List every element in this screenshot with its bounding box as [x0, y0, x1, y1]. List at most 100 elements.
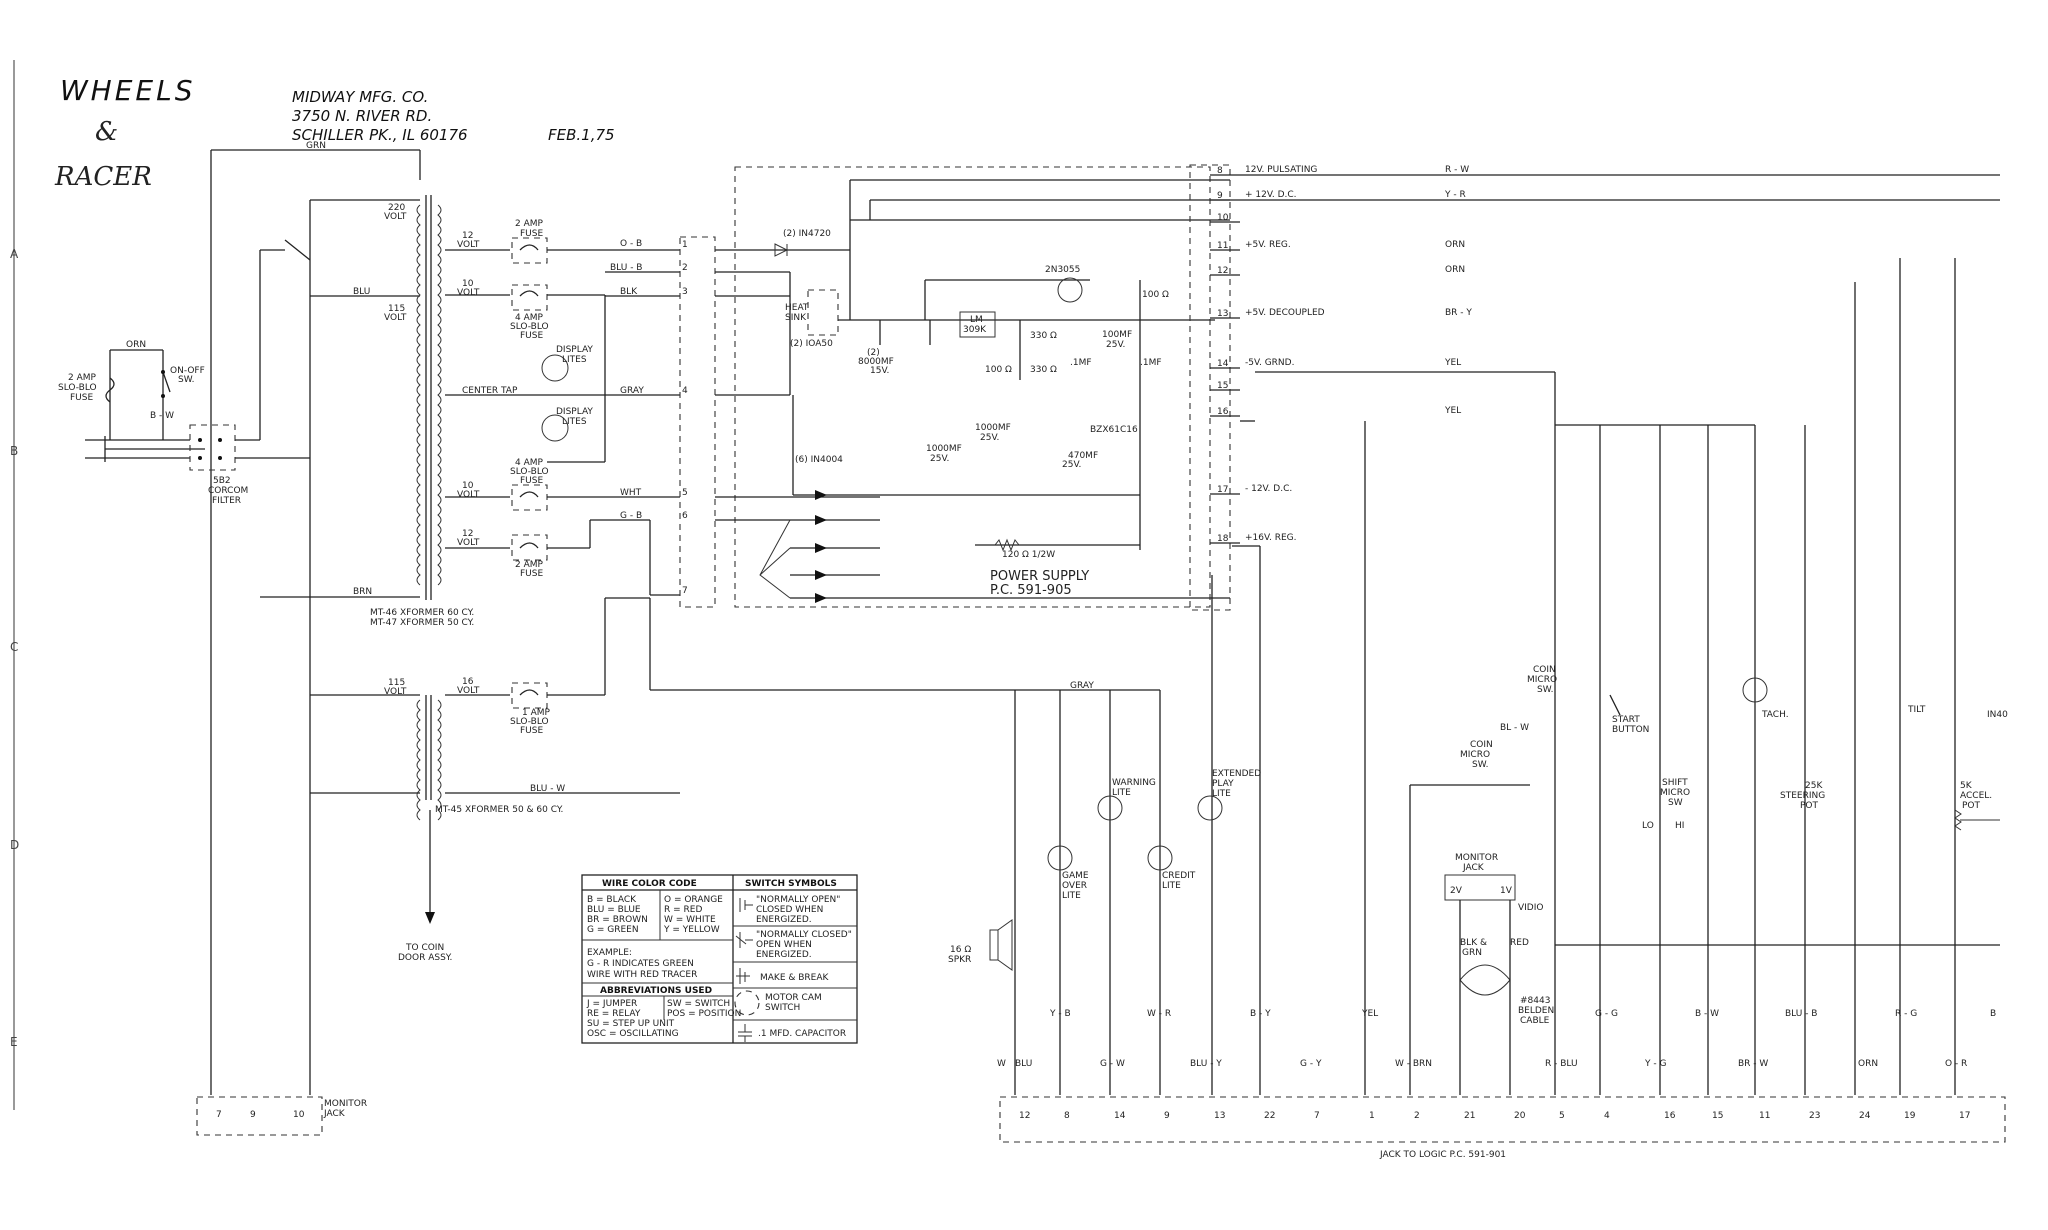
output-wire-13: BR - Y [1445, 308, 1472, 318]
bottom-wire-label: BLU [1015, 1059, 1032, 1069]
ia50-label: (2) IOA50 [790, 339, 833, 349]
wire-o-b-label: O - B [620, 239, 642, 249]
fuse-2amp-a-label: FUSE [520, 229, 543, 239]
logic-jack-pin: 8 [1064, 1111, 1070, 1121]
logic-jack-pin: 21 [1464, 1111, 1475, 1121]
display-lites-a: DISPLAY [556, 345, 593, 355]
speaker-icon [989, 919, 1013, 971]
bottom-wire-label: Y - G [1644, 1059, 1666, 1069]
abbr-title: ABBREVIATIONS USED [600, 986, 712, 996]
conn-pin-3: 3 [682, 287, 688, 297]
example-1: G - R INDICATES GREEN [587, 959, 694, 969]
c1000a-label: 1000MF [926, 444, 962, 454]
fuse-icon [519, 290, 539, 297]
logic-jack-pin: 5 [1559, 1111, 1565, 1121]
conn-pin-4: 4 [682, 386, 688, 396]
grn-wire-label: GRN [306, 141, 326, 151]
spkr-label: SPKR [948, 955, 971, 965]
bottom-wire-label: W - R [1147, 1009, 1171, 1019]
monitor-label: MONITOR [1455, 853, 1498, 863]
bridge-rectifier [759, 519, 791, 599]
output-wire-14: YEL [1444, 358, 1461, 368]
output-pin-8: 8 [1217, 166, 1223, 176]
bw-wire-label: B - W [150, 411, 174, 421]
heat-sink [807, 289, 839, 336]
in4004-label: (6) IN4004 [795, 455, 843, 465]
accel-label: ACCEL. [1960, 791, 1992, 801]
sw-no-2: CLOSED WHEN [756, 905, 823, 915]
logic-jack-pin: 2 [1414, 1111, 1420, 1121]
sw-no-1: "NORMALLY OPEN" [756, 895, 840, 905]
margin-marker-d: D [10, 838, 19, 852]
bottom-wire-label: ORN [1858, 1059, 1878, 1069]
monitor-jack-pin-9: 9 [250, 1110, 256, 1120]
center-tap-label: CENTER TAP [462, 386, 518, 396]
wc-br: BR = BROWN [587, 915, 648, 925]
monitor-2v: 2V [1450, 886, 1463, 896]
abbr-j: J = JUMPER [586, 999, 637, 1009]
fuse-icon [519, 689, 539, 696]
bottom-wire-label: R - BLU [1545, 1059, 1578, 1069]
title-wheels: WHEELS [60, 74, 196, 107]
abbr-su: SU = STEP UP UNIT [587, 1019, 675, 1029]
game-over-lite-label: LITE [1062, 891, 1081, 901]
display-lites-b-2: LITES [562, 417, 587, 427]
output-label-8: 12V. PULSATING [1245, 165, 1317, 175]
filter-label-3: FILTER [212, 496, 241, 506]
example-title: EXAMPLE: [587, 948, 632, 958]
steer-pot-label: POT [1800, 801, 1819, 811]
xformer-label-1: MT-46 XFORMER 60 CY. [370, 608, 474, 618]
company-name: MIDWAY MFG. CO. [292, 88, 428, 106]
margin-marker-c: C [10, 640, 18, 654]
output-wire-11: ORN [1445, 240, 1465, 250]
extended-play-lite-icon [1197, 795, 1223, 821]
q-2n3055-label: 2N3055 [1045, 265, 1080, 275]
sec-12v-a-volt: VOLT [457, 240, 480, 250]
steer-value-label: 25K [1805, 781, 1823, 791]
fuse-amp-label: 2 AMP [68, 373, 97, 383]
plug-icon [85, 436, 205, 462]
sink-label: SINK [785, 313, 807, 323]
connector-1-7 [679, 236, 716, 608]
fuse-sloblo-label: SLO-BLO [58, 383, 97, 393]
output-pin-12: 12 [1217, 266, 1228, 276]
output-label-13: +5V. DECOUPLED [1245, 308, 1325, 318]
bottom-wire-label: B [1990, 1009, 1996, 1019]
wc-r: R = RED [664, 905, 702, 915]
title-racer: RACER [54, 162, 152, 192]
monitor-jack-label-r: JACK [1462, 863, 1485, 873]
legend-box [581, 874, 858, 1044]
display-lite-icon [541, 354, 569, 382]
output-label-14: -5V. GRND. [1245, 358, 1294, 368]
monitor-jack-pin-7: 7 [216, 1110, 222, 1120]
button-label: BUTTON [1612, 725, 1649, 735]
in4720-label: (2) IN4720 [783, 229, 831, 239]
door-assy-label: DOOR ASSY. [398, 953, 452, 963]
shift-label: SHIFT [1662, 778, 1688, 788]
lm-label: LM [970, 315, 983, 325]
orn-wire-label: ORN [126, 340, 146, 350]
blk-grn-label: BLK & [1460, 938, 1487, 948]
wire-code-title: WIRE COLOR CODE [602, 879, 697, 889]
wc-g: G = GREEN [587, 925, 639, 935]
on-off-sw-label: SW. [178, 375, 194, 385]
sec-12v-a: 12 [462, 231, 473, 241]
output-wire-12: ORN [1445, 265, 1465, 275]
diode-icon [815, 515, 827, 525]
wire-blu-b-label: BLU - B [610, 263, 642, 273]
c470-v-label: 25V. [1062, 460, 1081, 470]
switch-symbols-title: SWITCH SYMBOLS [745, 879, 837, 889]
in40-label: IN40 [1987, 710, 2008, 720]
xformer-label-2: MT-47 XFORMER 50 CY. [370, 618, 474, 628]
logic-jack-pin: 9 [1164, 1111, 1170, 1121]
logic-jack-pin: 13 [1214, 1111, 1225, 1121]
right-bus [1211, 258, 1956, 1095]
bottom-wire-label: G - Y [1300, 1059, 1322, 1069]
sw-cap: .1 MFD. CAPACITOR [758, 1029, 846, 1039]
sw-nc-2: OPEN WHEN [756, 940, 812, 950]
capacitor-icon [738, 1024, 752, 1042]
bottom-wire-label: B - Y [1250, 1009, 1271, 1019]
credit-lite-icon [1147, 845, 1173, 871]
accel-pot-icon [1954, 809, 2000, 831]
